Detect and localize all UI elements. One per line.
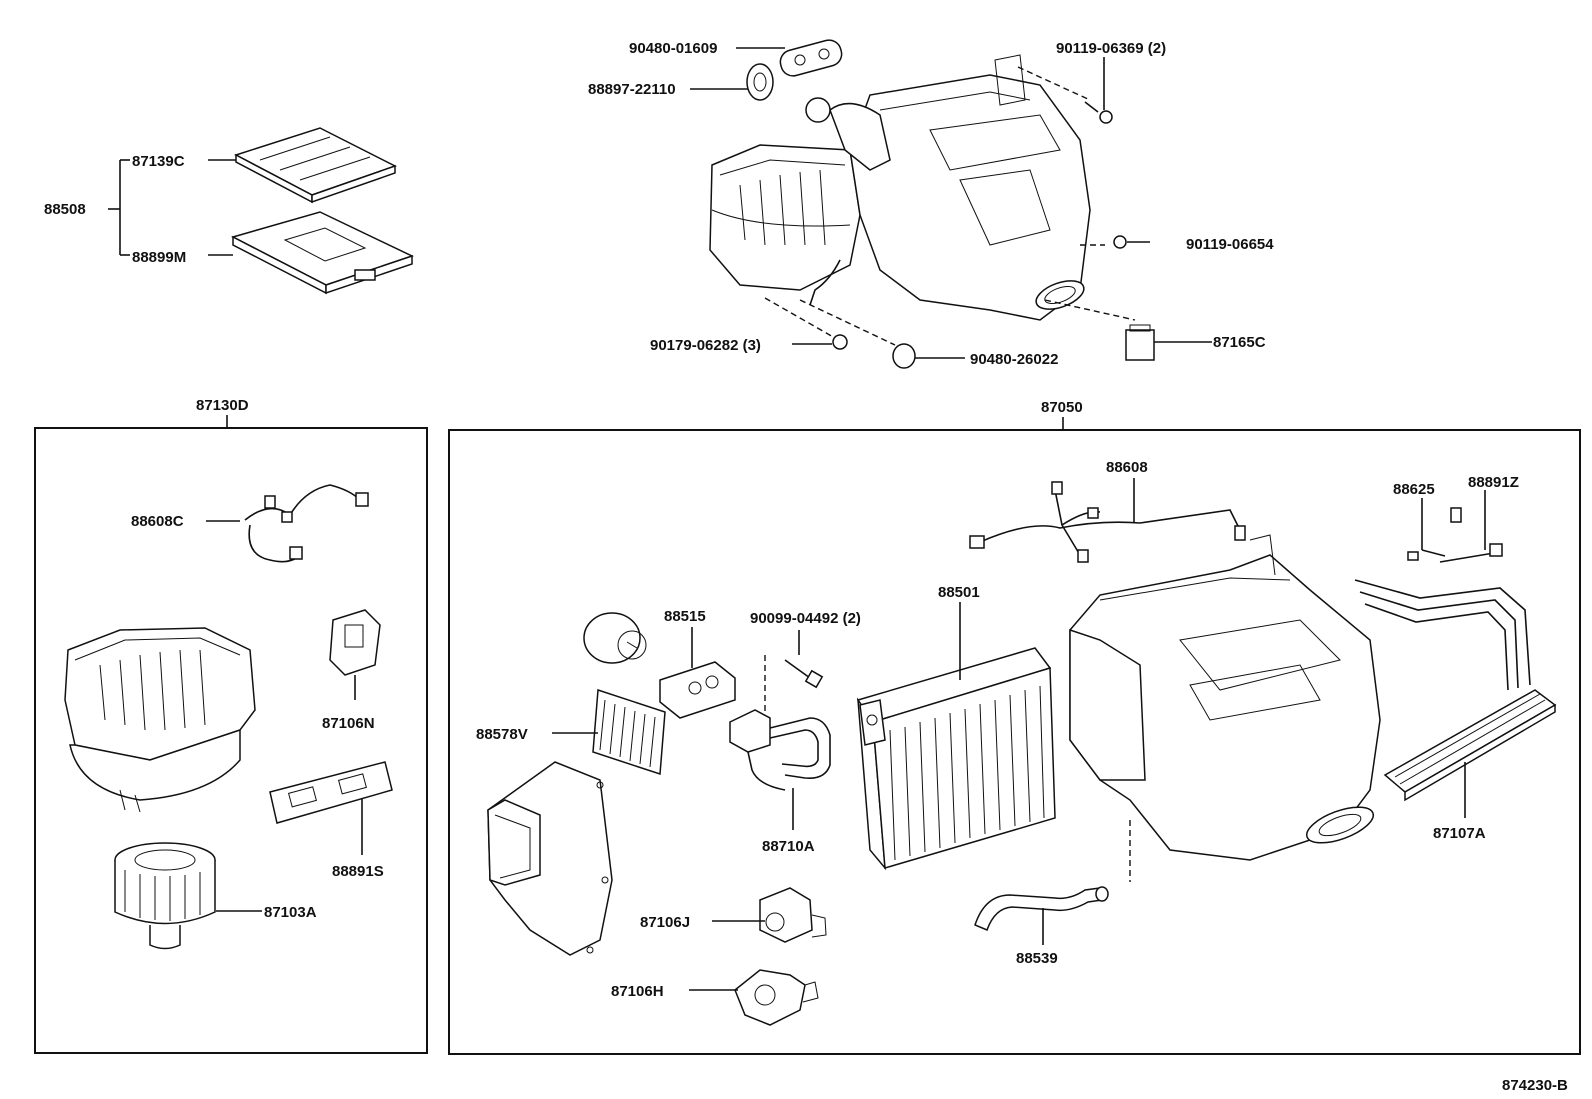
callout-87165c: 87165C	[1213, 334, 1266, 351]
servo-87106h-drawing	[734, 969, 819, 1026]
callout-90119-06369: 90119-06369 (2)	[1056, 40, 1166, 57]
callout-88608: 88608	[1106, 459, 1148, 476]
bolt-90099-04492-drawing	[764, 630, 824, 720]
callout-87106j: 87106J	[640, 914, 690, 931]
callout-87050: 87050	[1041, 399, 1083, 416]
callout-90179-06282: 90179-06282 (3)	[650, 337, 761, 354]
callout-88501: 88501	[938, 584, 980, 601]
callout-87106h: 87106H	[611, 983, 664, 1000]
heater-case-drawing	[1069, 534, 1381, 882]
drain-hose-88539-drawing	[974, 886, 1109, 945]
callout-90480-01609: 90480-01609	[629, 40, 717, 57]
callout-87130d: 87130D	[196, 397, 249, 414]
wire-harness-88608c-drawing	[244, 484, 369, 563]
filter-element-drawing	[234, 127, 397, 204]
evaporator-88501-drawing	[856, 602, 1056, 871]
bracket-88891s-drawing	[269, 761, 393, 855]
wire-harness-88608-drawing	[969, 481, 1246, 563]
resistor-87165c-drawing	[1044, 299, 1155, 361]
sensor-88625-drawing	[1407, 498, 1446, 561]
screw-90119-06369-drawing	[1017, 66, 1113, 124]
sensor-88891z-drawing	[1439, 490, 1503, 563]
callout-90480-26022: 90480-26022	[970, 351, 1058, 368]
duct-drawing	[487, 761, 613, 956]
nut-90179-06282-drawing	[764, 297, 848, 350]
servo-87106j-drawing	[759, 887, 827, 943]
group-box-87130d	[34, 427, 428, 1054]
filter-88578v-drawing	[592, 688, 666, 776]
pipe-88710a-drawing	[729, 709, 831, 830]
callout-88539: 88539	[1016, 950, 1058, 967]
grommet-90480-01609-drawing	[779, 39, 843, 77]
callout-88608c: 88608C	[131, 513, 184, 530]
pressure-switch-drawing	[583, 612, 647, 664]
diagram-id: 874230-B	[1502, 1077, 1568, 1094]
blower-motor-87103a-drawing	[114, 842, 216, 950]
callout-88578v: 88578V	[476, 726, 528, 743]
grommet-90480-26022-drawing	[799, 299, 916, 369]
callout-87107a: 87107A	[1433, 825, 1486, 842]
callout-87106n: 87106N	[322, 715, 375, 732]
callout-88710a: 88710A	[762, 838, 815, 855]
heater-core-87107a-drawing	[1354, 579, 1557, 818]
callout-88897-22110: 88897-22110	[588, 81, 676, 98]
filter-case-drawing	[230, 211, 414, 295]
ac-unit-assembly-drawing	[709, 54, 1091, 321]
callout-88899m: 88899M	[132, 249, 186, 266]
callout-90119-06654: 90119-06654	[1186, 236, 1274, 253]
callout-87139c: 87139C	[132, 153, 185, 170]
callout-88891z: 88891Z	[1468, 474, 1519, 491]
expansion-valve-88515-drawing	[659, 627, 736, 719]
servo-87106n-drawing	[329, 609, 381, 700]
callout-88891s: 88891S	[332, 863, 384, 880]
callout-88625: 88625	[1393, 481, 1435, 498]
callout-88515: 88515	[664, 608, 706, 625]
grommet-88897-22110-drawing	[746, 63, 774, 101]
blower-case-drawing	[64, 627, 256, 813]
callout-88508: 88508	[44, 201, 86, 218]
callout-87103a: 87103A	[264, 904, 317, 921]
group-box-87050	[448, 429, 1581, 1055]
callout-90099-04492: 90099-04492 (2)	[750, 610, 861, 627]
screw-90119-06654-drawing	[1080, 235, 1150, 249]
